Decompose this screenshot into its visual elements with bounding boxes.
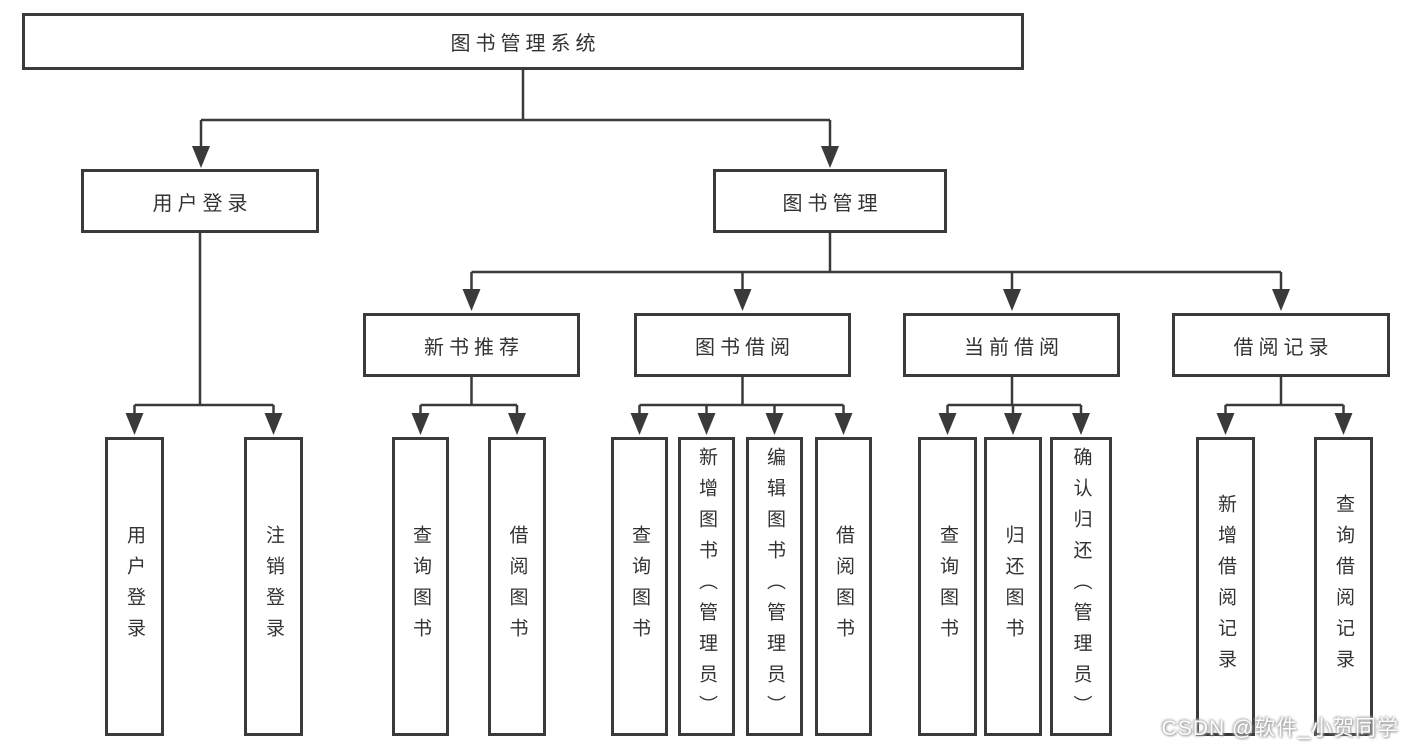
edge-root-to-level2 [192,70,839,168]
node-borrow-records: 借阅记录 [1172,313,1390,377]
edge-current-borrow-to-leaves [938,377,1090,435]
node-leaf-add-book-admin: 新增图书（管理员） [678,437,735,736]
edge-book-borrow-to-leaves [630,377,853,435]
node-book-management: 图书管理 [713,169,947,233]
node-leaf-query-book-2: 查询图书 [611,437,668,736]
node-new-book-recommend: 新书推荐 [363,313,580,377]
edge-new-book-rec-to-leaves [411,377,526,435]
node-current-borrowing: 当前借阅 [903,313,1120,377]
node-library-system: 图书管理系统 [22,13,1024,70]
node-leaf-borrow-book-2: 借阅图书 [815,437,872,736]
node-book-borrowing: 图书借阅 [634,313,851,377]
node-leaf-user-login: 用户登录 [105,437,164,736]
node-leaf-logout: 注销登录 [244,437,303,736]
edge-book-mgmt-to-level3 [462,233,1290,311]
node-user-login: 用户登录 [81,169,319,233]
edge-user-login-to-leaves [125,233,283,435]
node-leaf-add-borrow-record: 新增借阅记录 [1196,437,1255,736]
node-leaf-query-book-1: 查询图书 [392,437,449,736]
node-leaf-edit-book-admin: 编辑图书（管理员） [746,437,803,736]
node-leaf-confirm-return-admin: 确认归还（管理员） [1050,437,1112,736]
watermark: CSDN @软件_小贺同学 [1161,717,1399,740]
node-leaf-borrow-book-1: 借阅图书 [488,437,546,736]
node-leaf-query-book-3: 查询图书 [918,437,977,736]
node-leaf-return-book: 归还图书 [984,437,1042,736]
edge-borrow-records-to-leaves [1216,377,1353,435]
node-leaf-query-borrow-record: 查询借阅记录 [1314,437,1373,736]
